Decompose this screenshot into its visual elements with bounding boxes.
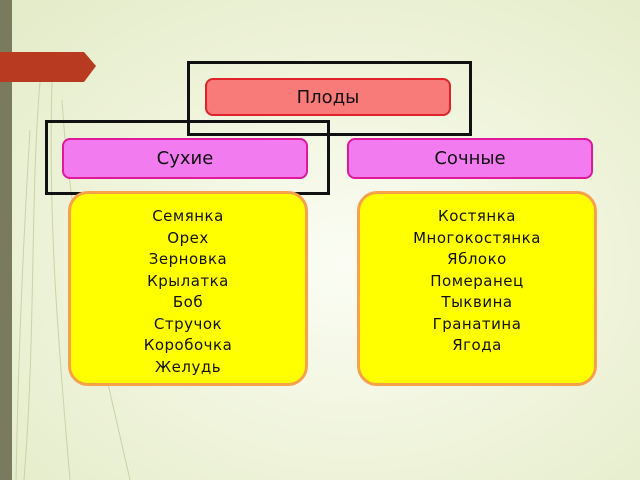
list-item: Ягода [452, 336, 502, 354]
list-item: Яблоко [447, 250, 507, 268]
category-juicy-label: Сочные [434, 148, 506, 169]
list-item: Костянка [438, 207, 516, 225]
dry-fruits-panel: Семянка Орех Зерновка Крылатка Боб Струч… [68, 191, 308, 386]
category-dry-node: Сухие [62, 138, 308, 179]
list-item: Гранатина [432, 314, 522, 333]
list-item: Тыквина [441, 293, 513, 311]
list-item: Орех [167, 228, 209, 247]
list-item: Коробочка [143, 336, 233, 354]
list-item: Зерновка [148, 250, 228, 268]
list-item: Семянка [152, 207, 224, 225]
slide-left-bar [0, 0, 12, 480]
list-item: Крылатка [147, 271, 229, 290]
juicy-fruits-panel: Костянка Многокостянка Яблоко Померанец … [357, 191, 597, 386]
list-item: Боб [172, 293, 204, 311]
list-item: Желудь [154, 357, 222, 376]
category-juicy-node: Сочные [347, 138, 593, 179]
root-node: Плоды [205, 78, 451, 116]
list-item: Многокостянка [413, 228, 541, 247]
juicy-fruits-list: Костянка Многокостянка Яблоко Померанец … [360, 206, 594, 357]
red-arrow-banner [0, 52, 96, 82]
category-dry-label: Сухие [156, 148, 214, 169]
dry-fruits-list: Семянка Орех Зерновка Крылатка Боб Струч… [71, 206, 305, 378]
root-node-label: Плоды [296, 86, 360, 108]
list-item: Померанец [430, 271, 524, 290]
list-item: Стручок [153, 314, 223, 333]
